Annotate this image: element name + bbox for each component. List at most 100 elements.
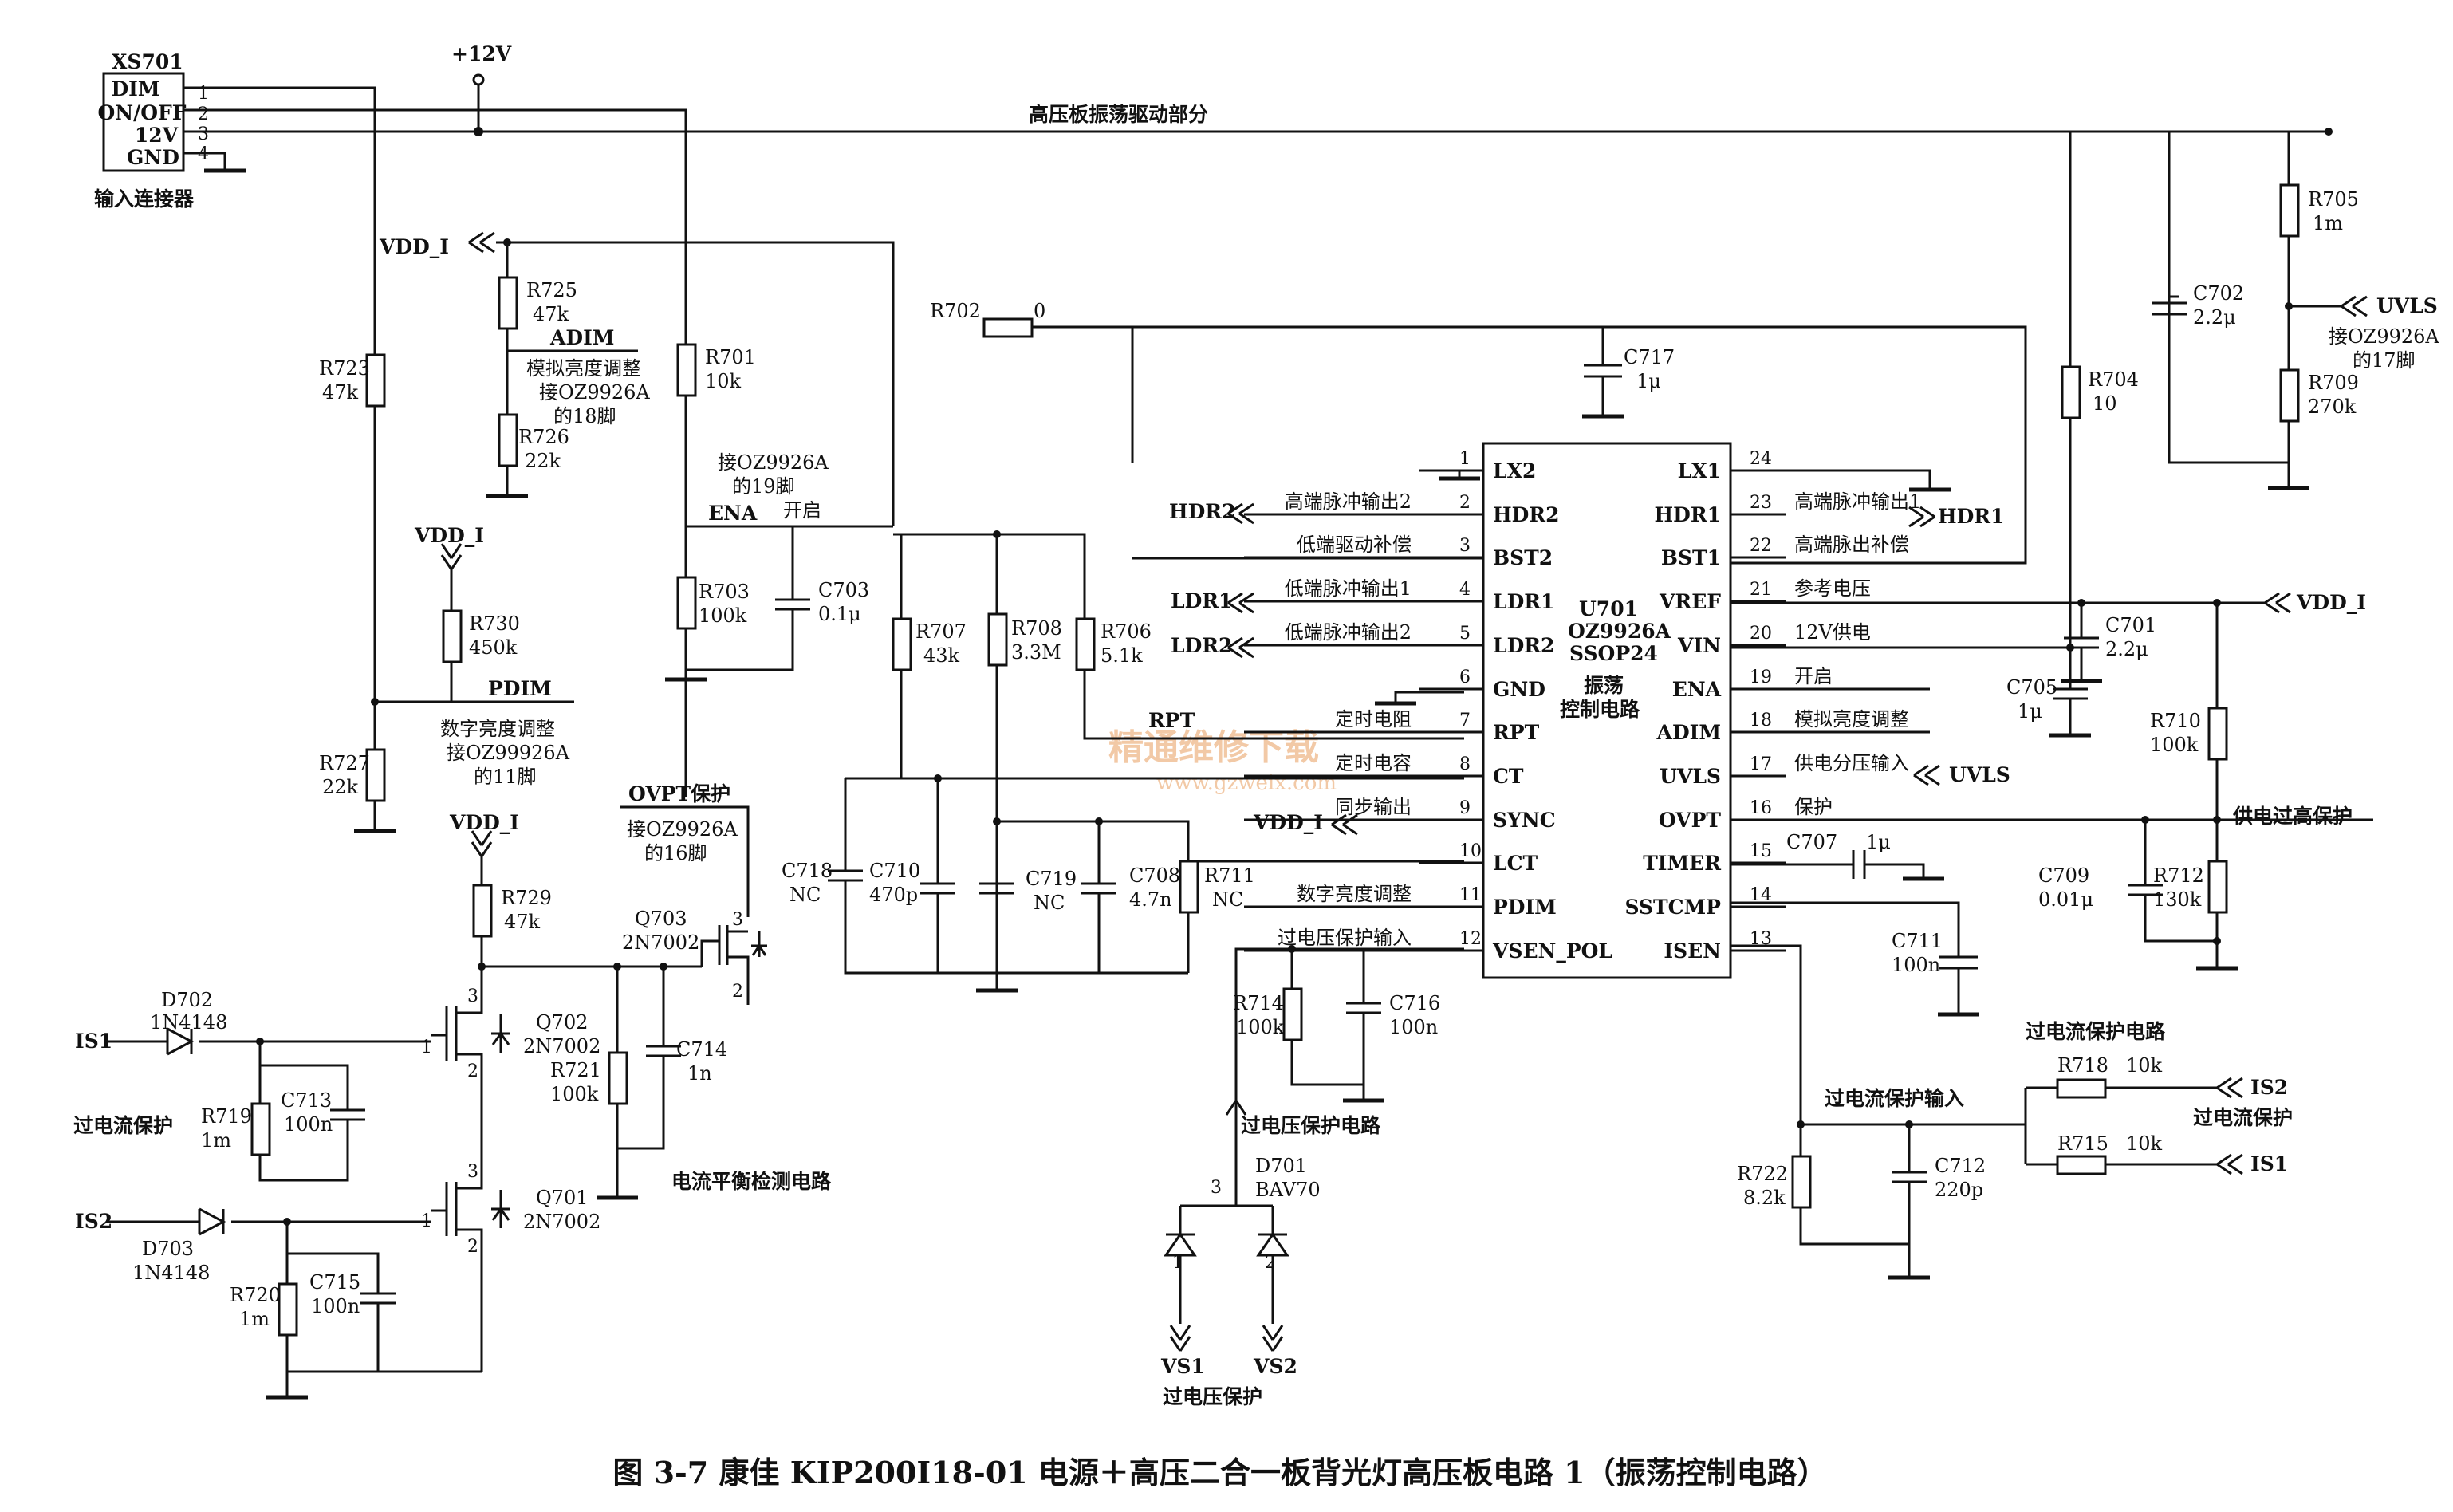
q702-pin3: 3: [467, 986, 478, 1006]
ic-pin-name: LX1: [1678, 459, 1721, 482]
r705-ref: R705: [2308, 188, 2359, 211]
ic-pin-note: 参考电压: [1794, 577, 1871, 600]
ic-pin-name: VIN: [1677, 634, 1721, 657]
c707-ref: C707: [1786, 831, 1837, 853]
ic-right-pins: 24LX123HDR1高端脉冲输出122BST1高端脉出补偿21VREF参考电压…: [1624, 449, 1921, 963]
ic-pin-num: 7: [1459, 711, 1471, 730]
c715-ref: C715: [309, 1271, 360, 1293]
ic-pin-name: LCT: [1493, 852, 1538, 875]
r707-ref: R707: [915, 620, 967, 643]
ic-pin-name: HDR1: [1655, 503, 1721, 526]
ic-pin-note: 开启: [1794, 665, 1833, 687]
c712-val: 220p: [1935, 1179, 1983, 1201]
d703-ref: D703: [142, 1238, 194, 1260]
ic-pin-name: BST2: [1493, 546, 1553, 569]
c711-val: 100n: [1892, 954, 1940, 976]
ic-pin-num: 23: [1750, 493, 1772, 513]
r722-ref: R722: [1737, 1163, 1788, 1185]
net-uvls-right: UVLS: [2376, 294, 2438, 317]
r708-val: 3.3M: [1011, 641, 1061, 663]
note-supply-ov: 供电过高保护: [2232, 805, 2353, 828]
c702-ref: C702: [2193, 282, 2244, 305]
r720-ref: R720: [230, 1284, 281, 1306]
ic-pin-note: 低端脉冲输出1: [1285, 577, 1412, 600]
ic-pin-note: 模拟亮度调整: [1794, 708, 1909, 730]
r723-ref: R723: [319, 357, 370, 380]
r704-ref: R704: [2088, 368, 2139, 391]
r704-val: 10: [2093, 392, 2117, 415]
watermark-text: 精通维修下载: [1108, 727, 1319, 768]
connector-ref: XS701: [112, 50, 183, 73]
c717-ref: C717: [1624, 346, 1675, 368]
ic-pin-name: VREF: [1659, 590, 1721, 613]
ic-pin-num: 19: [1750, 667, 1772, 687]
r721-val: 100k: [550, 1083, 599, 1105]
note-pdim-to: 接OZ99926A: [447, 742, 570, 764]
ic-pin-note: 保护: [1794, 796, 1833, 818]
r727-val: 22k: [322, 776, 359, 798]
q701-val: 2N7002: [523, 1211, 600, 1233]
net-vs2: VS2: [1253, 1355, 1297, 1378]
q701-pin2: 2: [467, 1237, 478, 1257]
net-pdim-left: PDIM: [488, 677, 552, 700]
note-uvls-pin: 的17脚: [2353, 349, 2416, 372]
c705-val: 1μ: [2018, 700, 2042, 723]
note-oc-input: 过电流保护输入: [1825, 1087, 1964, 1110]
r703-val: 100k: [699, 604, 747, 627]
r714-ref: R714: [1233, 992, 1284, 1014]
ic-pin-note: 同步输出: [1335, 796, 1412, 818]
r702-val: 0: [1034, 300, 1045, 322]
ic-pin-name: SSTCMP: [1624, 896, 1721, 919]
r708-ref: R708: [1011, 617, 1062, 640]
r705-val: 1m: [2313, 212, 2343, 234]
connector-pin1-name: DIM: [111, 77, 159, 100]
note-pdim-pin: 的11脚: [474, 766, 537, 788]
r730-val: 450k: [469, 636, 518, 659]
r711-ref: R711: [1204, 864, 1255, 887]
q702-pin2: 2: [467, 1061, 478, 1081]
note-ena-pin: 的19脚: [732, 475, 795, 498]
section-title: 高压板振荡驱动部分: [1029, 103, 1208, 126]
net-is1-left: IS1: [75, 1030, 112, 1053]
ic-pin-num: 10: [1459, 841, 1482, 861]
r714-val: 100k: [1236, 1016, 1285, 1038]
ic-pin-note: 定时电容: [1335, 752, 1412, 774]
ic-pin-name: SYNC: [1493, 809, 1556, 832]
ic-pin-num: 24: [1750, 449, 1772, 469]
ic-pin-num: 20: [1750, 624, 1772, 644]
r703-ref: R703: [699, 581, 750, 603]
ic-pin-note: 供电分压输入: [1794, 752, 1909, 774]
net-is2-left: IS2: [75, 1210, 112, 1233]
r715-val: 10k: [2126, 1132, 2163, 1155]
vdd-label-vref: VDD_I: [2296, 591, 2366, 614]
connector-desc: 输入连接器: [94, 187, 195, 211]
d701-pin2: 2: [1265, 1253, 1276, 1273]
q703-val: 2N7002: [622, 931, 699, 954]
note-oc-circuit: 过电流保护电路: [2026, 1020, 2166, 1043]
connector-pin3-num: 3: [198, 124, 209, 144]
ic-pin-name: LDR1: [1493, 590, 1554, 613]
c702-val: 2.2μ: [2193, 306, 2236, 329]
ic-pin-num: 17: [1750, 754, 1772, 774]
note-adim-to: 接OZ9926A: [539, 381, 650, 404]
ic-pin-note: 高端脉冲输出1: [1794, 490, 1921, 513]
ic-pin-num: 6: [1459, 667, 1471, 687]
c712-ref: C712: [1935, 1155, 1986, 1177]
ic-pin-name: HDR2: [1493, 503, 1559, 526]
r712-val: 130k: [2153, 888, 2202, 911]
connector-pin4-name: GND: [127, 146, 179, 169]
ic-pin-num: 1: [1459, 449, 1471, 469]
c718-val: NC: [789, 884, 821, 906]
c718-ref: C718: [782, 860, 833, 882]
c714-val: 1n: [687, 1062, 712, 1085]
net-uvls-pin: UVLS: [1949, 763, 2010, 786]
ic-ref: U701: [1579, 597, 1638, 620]
ic-pin-name: LDR2: [1493, 634, 1554, 657]
ic-func2: 控制电路: [1560, 698, 1640, 721]
q703-pin3: 3: [732, 910, 743, 930]
ic-part: OZ9926A: [1568, 620, 1671, 643]
vdd-label-r730: VDD_I: [414, 524, 484, 547]
note-ov-circuit: 过电压保护电路: [1241, 1114, 1381, 1137]
r730-ref: R730: [469, 612, 520, 635]
net-is2-right: IS2: [2250, 1076, 2288, 1099]
